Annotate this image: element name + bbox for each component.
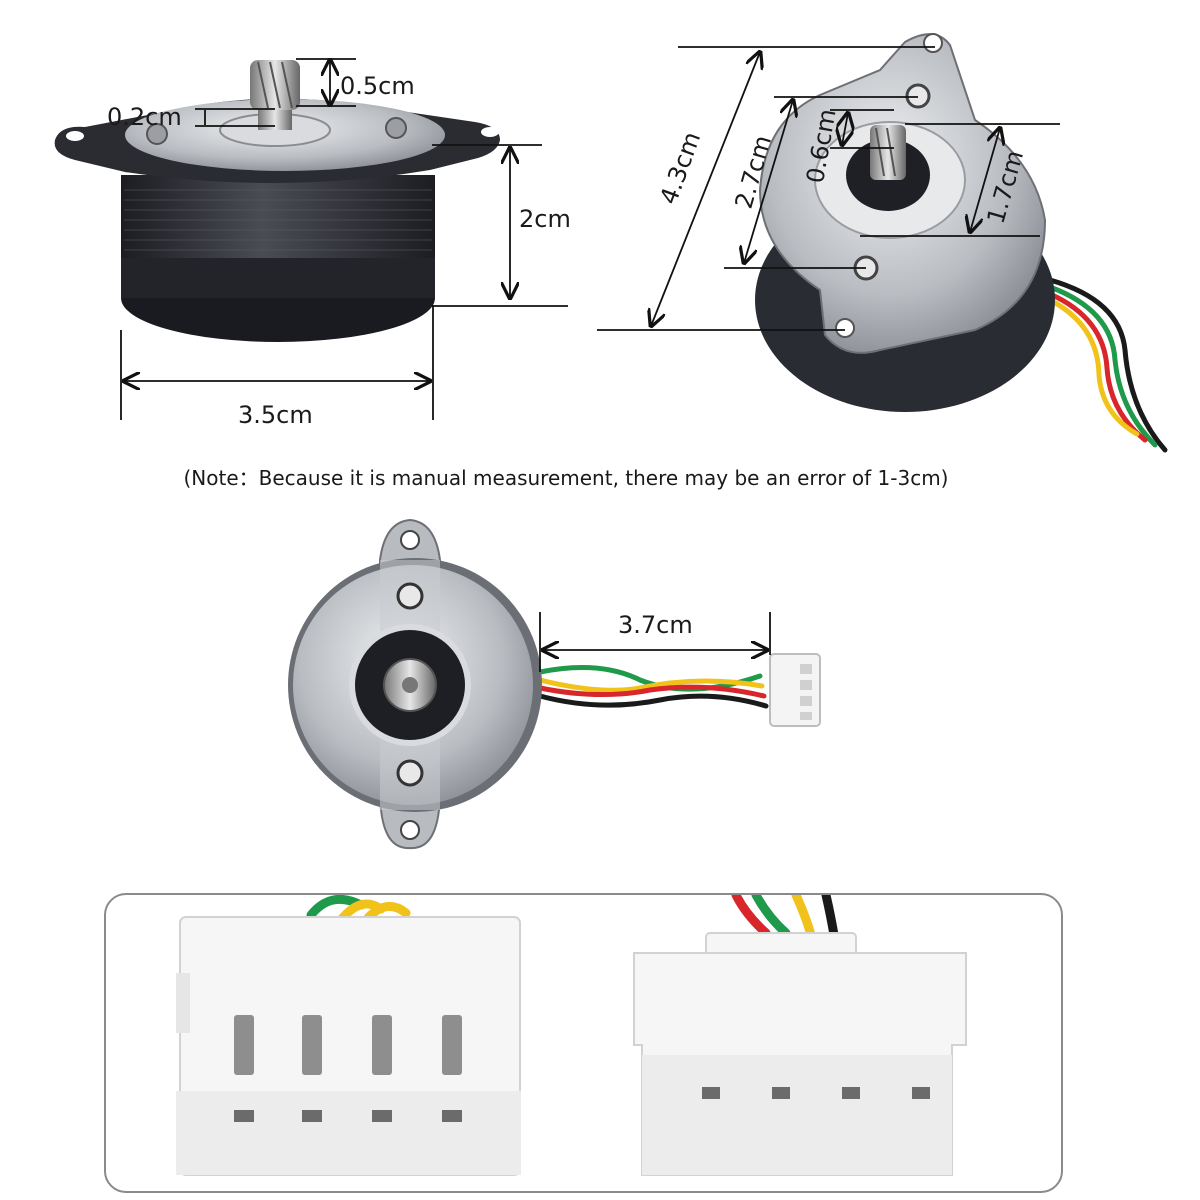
connector-closeup-panel [104,893,1063,1193]
label-shaft-offset: 0.2cm [107,103,182,131]
motor-angled-view [755,33,1168,453]
measurement-note: (Note：Because it is manual measurement, … [183,466,949,490]
connector-closeup-illustration [176,895,967,1176]
label-body-height: 2cm [519,205,571,233]
right-connector-wires [731,895,839,940]
motor-front-view [288,518,821,850]
left-connector [176,916,521,1176]
motor-side-view [54,60,501,342]
angled-view-dimension-lines [597,46,1060,330]
side-view-dimension-lines [120,58,568,420]
label-cable-length: 3.7cm [618,611,693,639]
right-connector [633,932,967,1176]
label-shaft-height: 0.5cm [340,72,415,100]
front-view-dimension-lines [539,612,771,672]
label-body-width: 3.5cm [238,401,313,429]
